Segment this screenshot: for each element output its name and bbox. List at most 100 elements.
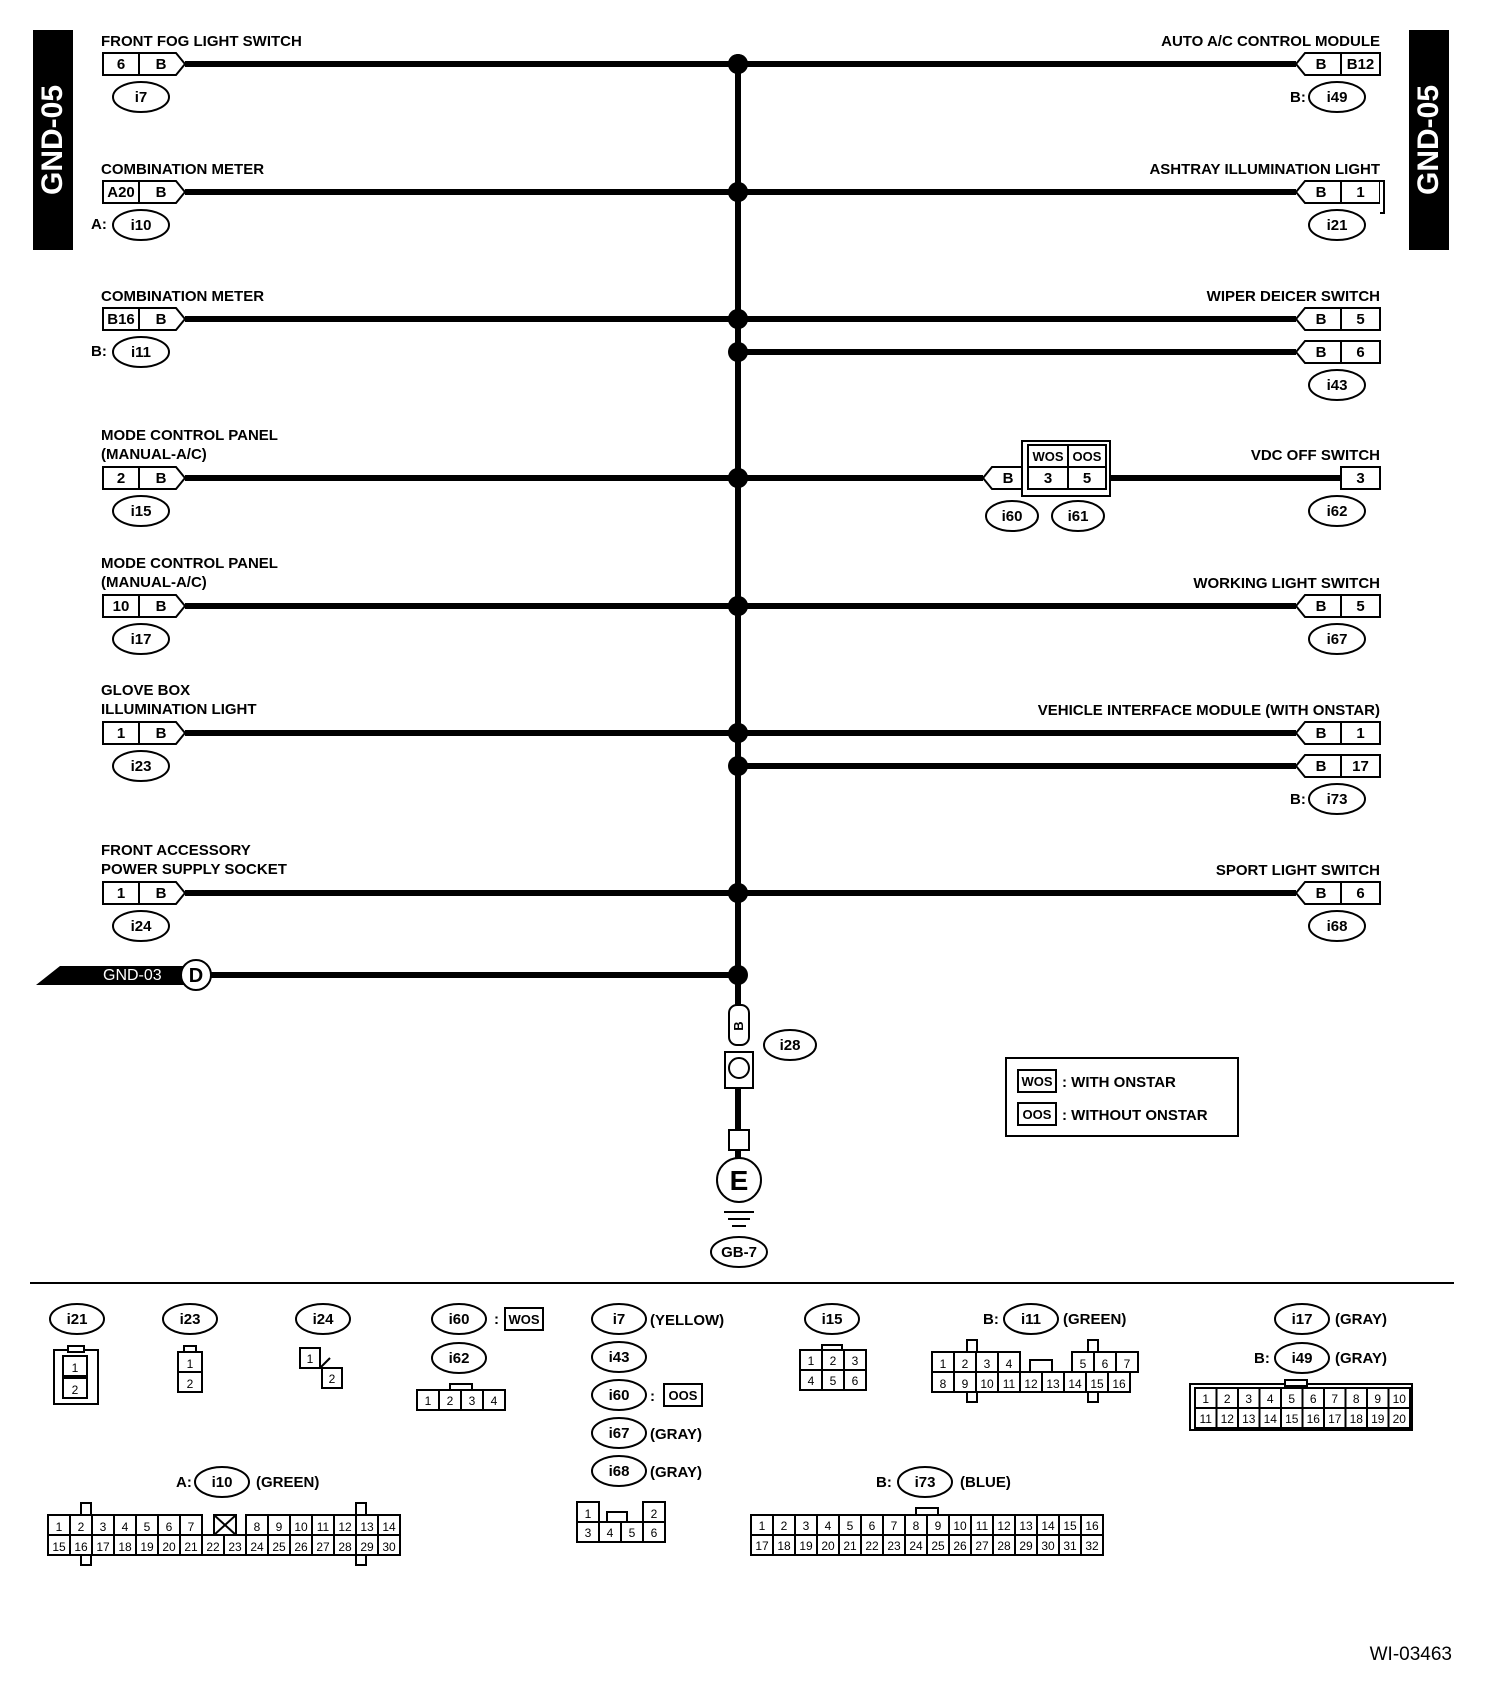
view-i10-pin: 8	[254, 1520, 261, 1534]
left-connector-i24-oval	[112, 910, 170, 942]
view-i11-tab	[1087, 1391, 1099, 1403]
view-i24-cell	[321, 1367, 343, 1389]
vdc-connector-wos-label: i60	[1002, 508, 1023, 525]
right-pin-box	[1340, 466, 1381, 490]
view-i24-oval	[295, 1303, 351, 1335]
view-i10-pin: 24	[250, 1540, 264, 1554]
right-pin-box	[1340, 52, 1381, 76]
right-component-name: VEHICLE INTERFACE MODULE (WITH ONSTAR)	[1038, 702, 1380, 719]
right-pin-text: 3	[1356, 470, 1364, 487]
view-i11-prefix: B:	[983, 1311, 999, 1328]
view-i62-pin: 4	[491, 1394, 498, 1408]
view-i11-tab	[966, 1391, 978, 1403]
right-junction-dot	[728, 54, 748, 74]
left-connector-i11-label: i11	[131, 344, 151, 361]
view-i15-pin: 4	[808, 1374, 815, 1388]
view-i10-pin: 3	[100, 1520, 107, 1534]
view-i17-latch	[1284, 1379, 1308, 1387]
i28-terminal-ring	[728, 1057, 750, 1079]
view-i11-pin: 11	[1003, 1377, 1016, 1391]
view-group2-note: (GRAY)	[650, 1426, 702, 1443]
view-i21-cell	[62, 1377, 88, 1399]
view-i11-tab	[966, 1339, 978, 1353]
right-junction-dot	[728, 309, 748, 329]
gnd-03-arrow	[36, 966, 188, 985]
left-component-name-2: (MANUAL-A/C)	[101, 446, 207, 463]
legend-code-box	[1017, 1102, 1057, 1126]
view-i10-pin: 11	[317, 1520, 330, 1534]
view-i17-pin: 20	[1393, 1412, 1407, 1426]
left-connector-i10-label: i10	[131, 217, 152, 234]
view-i23-pin: 1	[187, 1357, 194, 1371]
right-junction-dot	[728, 723, 748, 743]
view-i11-pin: 10	[980, 1377, 994, 1391]
view-i11-latch	[1029, 1359, 1053, 1372]
left-wire-color-box	[138, 721, 187, 745]
right-connector-prefix: B:	[1290, 791, 1306, 808]
view-i10-pin: 22	[206, 1540, 220, 1554]
right-junction-dot	[728, 756, 748, 776]
view-i11-pin: 13	[1046, 1377, 1060, 1391]
left-component-name-2: ILLUMINATION LIGHT	[101, 701, 257, 718]
view-i10-pin: 17	[96, 1540, 110, 1554]
view-i11-pin: 7	[1124, 1357, 1131, 1371]
view-i62-pin: 2	[447, 1394, 454, 1408]
view-i10-pin: 21	[184, 1540, 198, 1554]
view-i73-pin: 27	[975, 1539, 989, 1553]
right-component-name: ASHTRAY ILLUMINATION LIGHT	[1149, 161, 1380, 178]
view-i73-pin: 2	[781, 1519, 788, 1533]
view-i11-note: (GREEN)	[1063, 1311, 1126, 1328]
right-wire-color: B	[1316, 885, 1327, 902]
view-i15-pin: 3	[852, 1354, 859, 1368]
view-i62-pin: 3	[469, 1394, 476, 1408]
view-i15-pin: 6	[852, 1374, 859, 1388]
side-tab-label: GND-05	[1412, 85, 1445, 195]
view-i17-cell	[1387, 1407, 1411, 1429]
view-i10-cell	[377, 1534, 401, 1556]
view-i10-oval	[194, 1466, 250, 1498]
view-i10-blank-x	[213, 1514, 237, 1536]
view-i73-pin: 7	[891, 1519, 898, 1533]
view-i17-pin: 5	[1288, 1392, 1295, 1406]
right-connector-i68-label: i68	[1327, 918, 1348, 935]
view-i11-pin: 15	[1090, 1377, 1104, 1391]
bus-point-label: D	[189, 965, 203, 987]
left-connector-i15-oval	[112, 495, 170, 527]
view-group2-cell	[642, 1521, 666, 1543]
view-i73-cell	[1080, 1534, 1104, 1556]
view-group2-tag-box	[663, 1383, 703, 1407]
view-i10-pin: 26	[294, 1540, 308, 1554]
right-connector-prefix: B:	[1290, 89, 1306, 106]
right-junction-dot	[728, 468, 748, 488]
view-i73-pin: 5	[847, 1519, 854, 1533]
view-i62-pin: 1	[425, 1394, 432, 1408]
view-i49-label: i49	[1292, 1350, 1313, 1367]
right-pin-text: 6	[1356, 344, 1364, 361]
view-i11-pin: 16	[1112, 1377, 1126, 1391]
left-connector-i17-oval	[112, 623, 170, 655]
view-i15-label: i15	[822, 1311, 843, 1328]
view-i73-pin: 25	[931, 1539, 945, 1553]
view-i17-pin: 12	[1221, 1412, 1235, 1426]
vdc-pin-oos-text: 5	[1083, 470, 1091, 487]
left-wire-color-box	[138, 594, 187, 618]
view-i17-oval	[1274, 1303, 1330, 1335]
right-wire-color: B	[1316, 311, 1327, 328]
view-i21-pin: 1	[72, 1361, 79, 1375]
view-i17-pin: 1	[1202, 1392, 1209, 1406]
view-i17-pin: 14	[1264, 1412, 1278, 1426]
view-i11-oval	[1003, 1303, 1059, 1335]
ground-connector-i28-oval	[763, 1029, 817, 1061]
view-i21-oval	[49, 1303, 105, 1335]
view-i10-pin: 15	[52, 1540, 66, 1554]
view-i73-pin: 18	[777, 1539, 791, 1553]
view-i23-pin: 2	[187, 1377, 194, 1391]
right-junction-dot	[728, 182, 748, 202]
view-group2-latch	[606, 1511, 628, 1522]
view-i49-prefix: B:	[1254, 1350, 1270, 1367]
left-connector-i7-oval	[112, 81, 170, 113]
left-connector-i23-oval	[112, 750, 170, 782]
right-connector-i49-label: i49	[1327, 89, 1348, 106]
view-i10-note: (GREEN)	[256, 1474, 319, 1491]
left-wire-color-box	[138, 466, 187, 490]
